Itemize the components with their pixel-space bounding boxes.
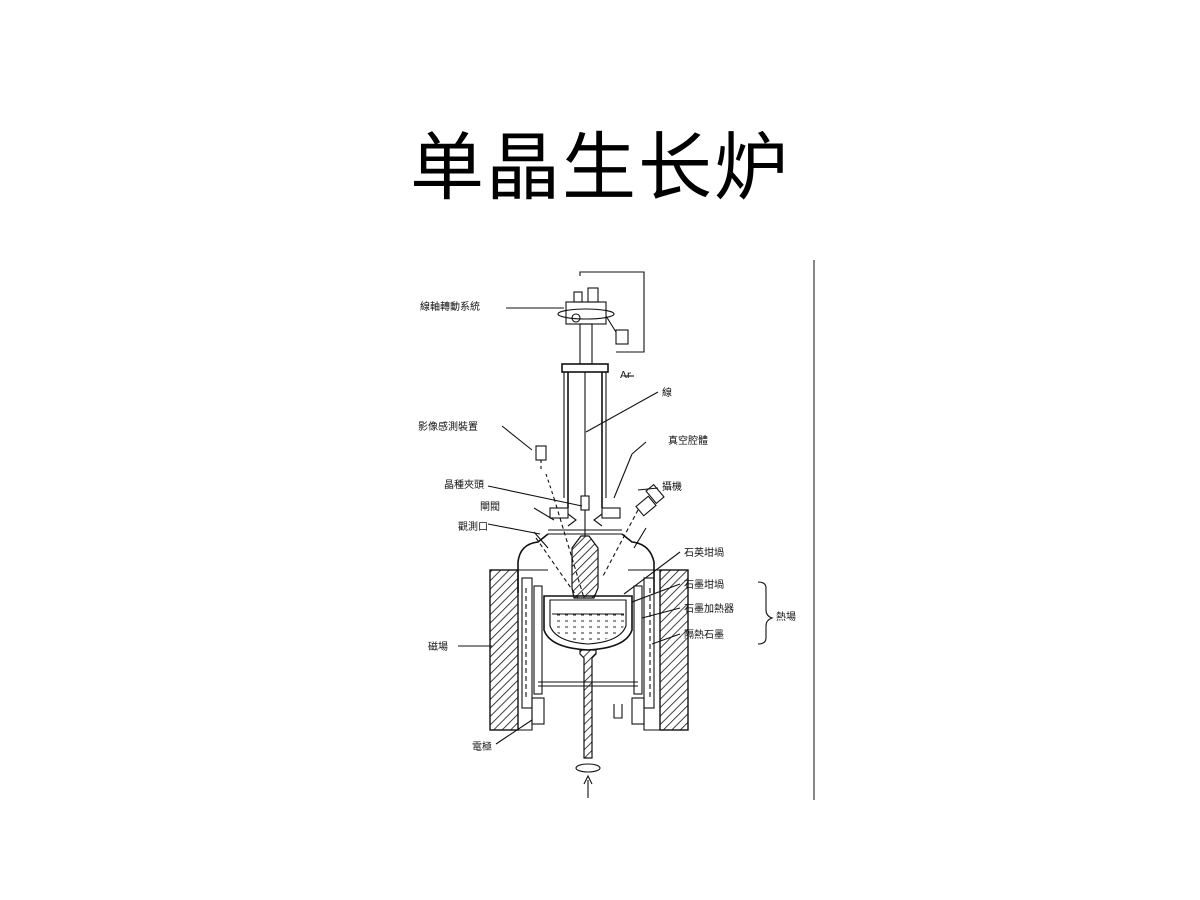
camera-label: 攝機 [662, 480, 682, 493]
insulation-graphite-label: 隔熱石墨 [684, 628, 724, 641]
cable-label: 線 [662, 386, 672, 399]
seed-chuck-label: 晶種夾頭 [444, 478, 484, 491]
view-ports [535, 445, 665, 517]
quartz-crucible-label: 石英坩堝 [684, 546, 724, 559]
seed-rotation-label: 線軸轉動系統 [420, 300, 480, 313]
crystal-growth-furnace-diagram: 線軸轉動系統 Ar 線 影像感測裝置 真空腔體 晶種夾頭 攝機 閘閥 觀測口 石… [388, 258, 818, 803]
electrode-label: 電極 [472, 740, 492, 753]
rotation-mechanism [557, 271, 645, 365]
crucibles [543, 595, 633, 651]
graphite-crucible-label: 石墨坩堝 [684, 578, 724, 591]
argon-label: Ar [620, 370, 632, 381]
page-title: 单晶生长炉 [410, 125, 790, 211]
vacuum-chamber-label: 真空腔體 [668, 434, 708, 447]
valve-label: 閘閥 [480, 501, 500, 513]
crystal-ingot [535, 497, 639, 599]
leader-lines [458, 307, 774, 745]
pull-chamber [561, 363, 609, 511]
image-sensor-label: 影像感測裝置 [418, 420, 478, 433]
hot-zone-label: 熱場 [776, 610, 796, 623]
main-chamber [517, 527, 655, 593]
magnetic-field-blocks [489, 569, 689, 731]
magnetic-field-label: 磁場 [428, 640, 448, 653]
graphite-heater-label: 石墨加熱器 [684, 602, 734, 615]
furnace-schematic: 線軸轉動系統 Ar 線 影像感測裝置 真空腔體 晶種夾頭 攝機 閘閥 觀測口 石… [418, 260, 815, 800]
crucible-shaft [508, 649, 668, 798]
view-port-label: 觀測口 [458, 520, 488, 533]
